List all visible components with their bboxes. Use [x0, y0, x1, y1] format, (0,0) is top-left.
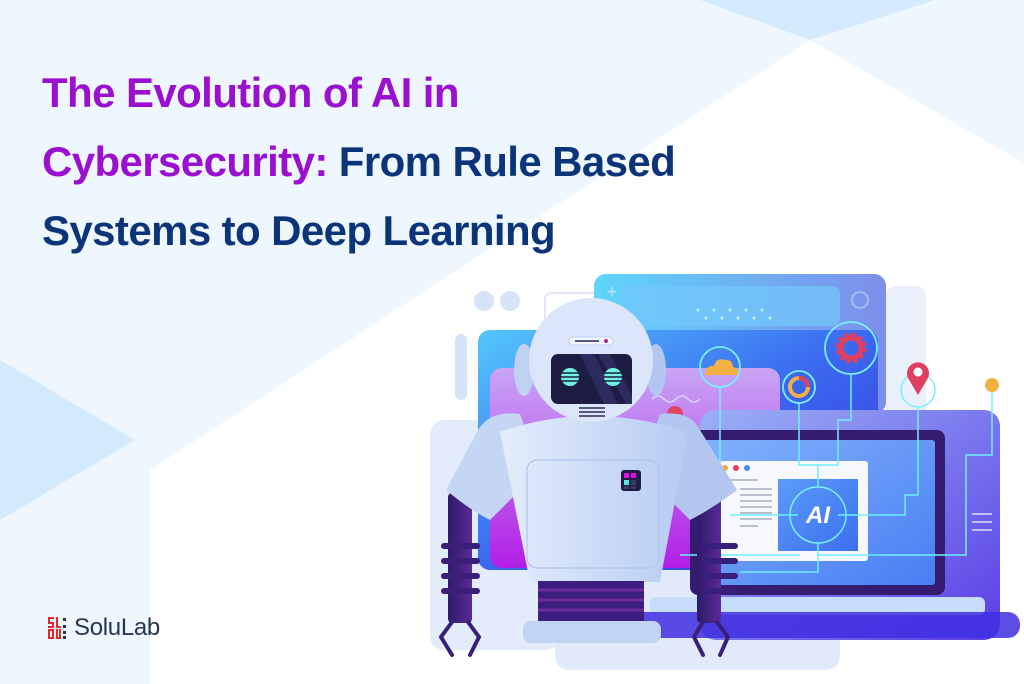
brand-logo[interactable]: SoluLab	[48, 614, 160, 642]
title-highlight: The Evolution of AI in Cybersecurity:	[42, 69, 459, 185]
dot-icon	[985, 378, 999, 392]
title-rest: From Rule Based Systems to Deep Learning	[42, 138, 676, 254]
solulab-logo-icon	[48, 617, 66, 639]
page-title: The Evolution of AI in Cybersecurity: Fr…	[42, 58, 702, 265]
ai-badge-label: AI	[806, 502, 830, 529]
location-pin-icon	[900, 362, 936, 408]
brand-name: SoluLab	[74, 614, 160, 641]
svg-text:+: +	[606, 284, 618, 300]
cloud-icon	[699, 346, 741, 388]
robot-eye-left	[560, 368, 580, 386]
donut-chart-icon	[782, 370, 816, 404]
gear-icon	[824, 321, 878, 375]
robot-eye-right	[603, 368, 623, 386]
chest-panel-icon	[621, 470, 641, 491]
